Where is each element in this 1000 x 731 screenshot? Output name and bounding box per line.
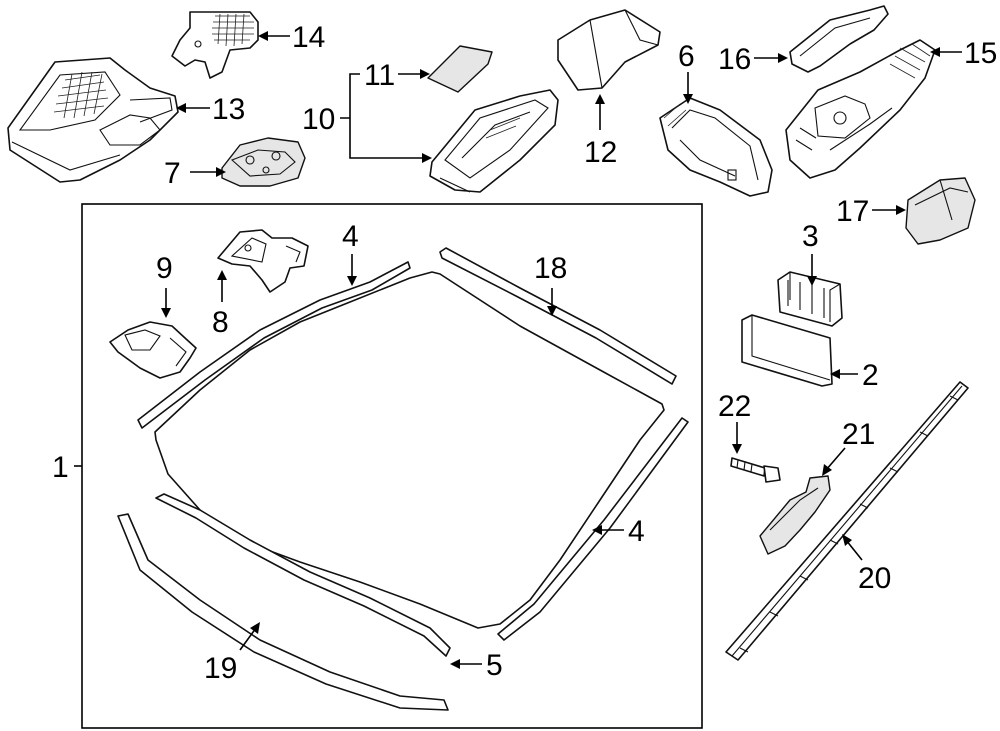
leader-21 bbox=[825, 447, 846, 471]
callout-6: 6 bbox=[678, 40, 695, 73]
callout-22: 22 bbox=[718, 390, 751, 423]
callout-12: 12 bbox=[584, 136, 617, 169]
part-13-console-housing[interactable] bbox=[7, 57, 179, 183]
callout-1: 1 bbox=[52, 451, 69, 484]
leader-10 bbox=[340, 73, 426, 159]
part-6-mirror[interactable] bbox=[659, 97, 773, 197]
callout-19: 19 bbox=[204, 652, 237, 685]
callout-4-side: 4 bbox=[628, 515, 645, 548]
callout-18: 18 bbox=[534, 252, 567, 285]
callout-9: 9 bbox=[156, 252, 173, 285]
callout-4-top: 4 bbox=[342, 220, 359, 253]
part-4-side-moulding[interactable] bbox=[497, 417, 689, 641]
callout-16: 16 bbox=[718, 43, 751, 76]
callout-3: 3 bbox=[802, 220, 819, 253]
part-1-windshield-glass[interactable] bbox=[154, 271, 665, 629]
callout-7: 7 bbox=[164, 157, 181, 190]
part-4-top-moulding[interactable] bbox=[137, 261, 411, 429]
part-12-cover[interactable] bbox=[557, 9, 661, 91]
part-2-moulding[interactable] bbox=[741, 314, 833, 387]
part-11-lens[interactable] bbox=[427, 45, 493, 93]
callout-21: 21 bbox=[842, 418, 875, 451]
part-8-bracket[interactable] bbox=[217, 229, 309, 293]
callout-5: 5 bbox=[486, 649, 503, 682]
callout-14: 14 bbox=[292, 21, 325, 54]
part-5-lower-moulding[interactable] bbox=[155, 493, 451, 657]
callout-17: 17 bbox=[836, 195, 869, 228]
part-21-bracket[interactable] bbox=[759, 475, 831, 555]
part-9-bracket[interactable] bbox=[109, 321, 197, 379]
part-18-moulding[interactable] bbox=[439, 247, 677, 385]
part-3-clip[interactable] bbox=[777, 271, 843, 327]
callout-11: 11 bbox=[364, 59, 395, 92]
part-14-bracket[interactable] bbox=[171, 11, 259, 79]
callout-15: 15 bbox=[964, 37, 997, 70]
callout-2: 2 bbox=[862, 359, 879, 392]
leader-20 bbox=[845, 539, 863, 561]
callout-20: 20 bbox=[858, 562, 891, 595]
callout-13: 13 bbox=[212, 93, 245, 126]
part-17-cover[interactable] bbox=[905, 177, 976, 245]
part-7-switch[interactable] bbox=[221, 137, 306, 187]
leader-19 bbox=[239, 627, 257, 651]
part-20-cowl-moulding[interactable] bbox=[725, 381, 969, 661]
callout-10: 10 bbox=[302, 103, 335, 136]
callout-8: 8 bbox=[212, 306, 229, 339]
part-16-sensor-cover[interactable] bbox=[789, 5, 889, 73]
part-10-lamp-assembly[interactable] bbox=[429, 89, 559, 193]
part-15-sensor-housing[interactable] bbox=[785, 39, 936, 179]
part-19-lower-seal[interactable] bbox=[117, 513, 449, 711]
part-22-bolt[interactable] bbox=[730, 457, 781, 483]
